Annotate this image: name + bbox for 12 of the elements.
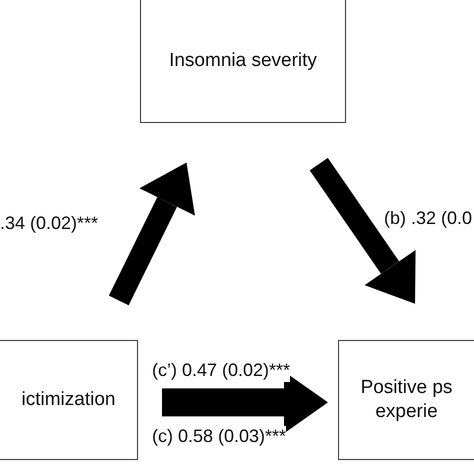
- variable-name: ictimization: [20, 388, 116, 412]
- arrow: [310, 158, 416, 304]
- edge-label: (b) .32 (0.0: [384, 208, 472, 230]
- variable-name: Insomnia severity: [168, 48, 318, 72]
- variable-box: [0, 340, 138, 460]
- coefficient-label: (c) 0.58 (0.03)***: [152, 426, 286, 448]
- edge-label: (c’) 0.47 (0.02)***: [152, 360, 290, 382]
- variable-box: [140, 0, 346, 123]
- variable-name: Positive ps experie: [360, 376, 454, 424]
- edge-label: .34 (0.02)***: [0, 213, 98, 235]
- variable-box: [338, 340, 474, 460]
- arrow: [108, 162, 195, 306]
